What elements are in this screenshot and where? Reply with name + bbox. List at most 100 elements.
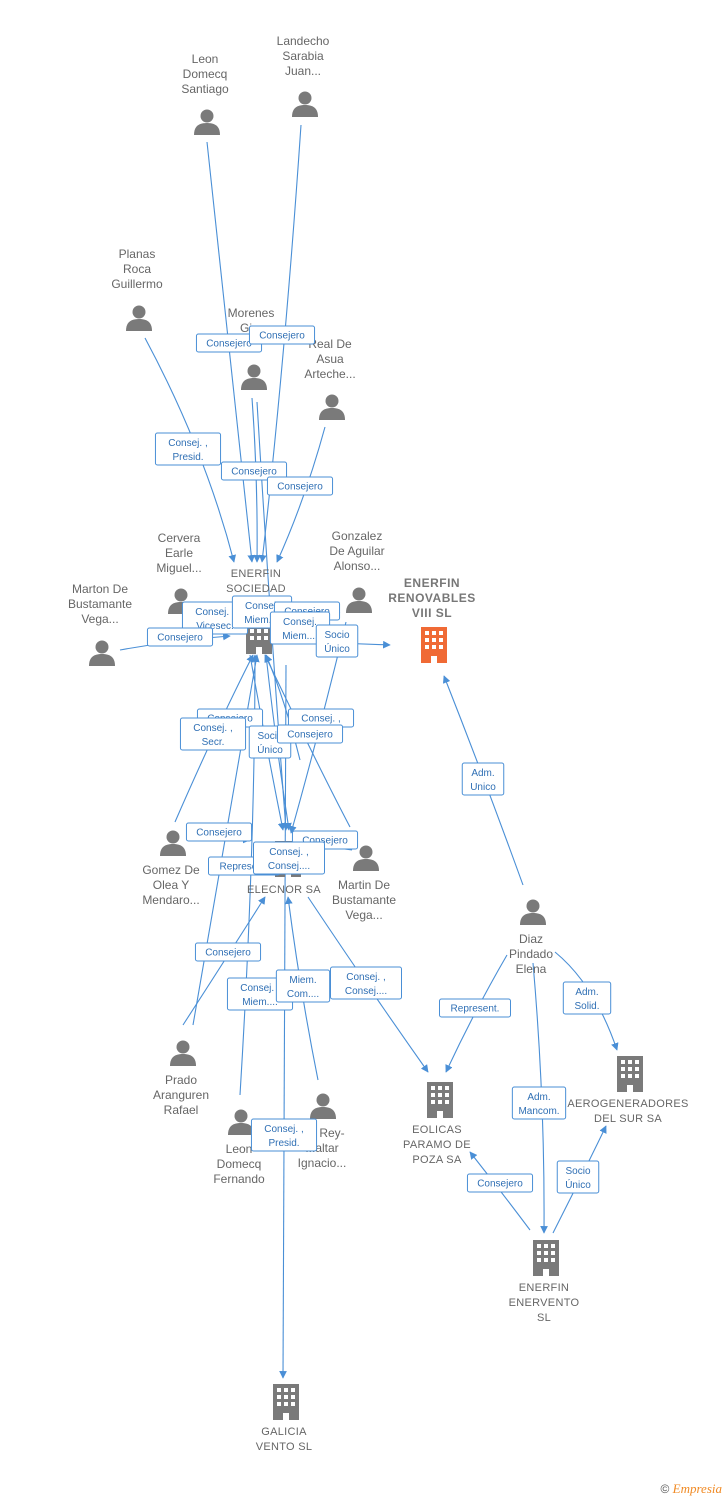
relation-text: Consejero	[477, 1179, 523, 1190]
person-icon	[346, 587, 372, 613]
relation-label-12[interactable]: Consej. ,Secr.	[179, 717, 247, 751]
company-elecnor-label: ELECNOR SA	[247, 884, 321, 896]
edge-1	[258, 124, 302, 563]
relation-text: Único	[324, 642, 350, 655]
relation-label-23[interactable]: Miem. Com....	[275, 969, 331, 1003]
relation-label-25[interactable]: Adm.Solid.	[562, 981, 612, 1015]
person-icon	[292, 91, 318, 117]
relation-label-20[interactable]: Consej. ,Consej....	[253, 841, 325, 875]
relation-label-26[interactable]: Represent.	[439, 998, 511, 1018]
footer-brand[interactable]: © Empresia	[660, 1481, 722, 1497]
relation-label-5[interactable]: Consej. ,Vicesec.	[181, 601, 249, 635]
relation-text: Unico	[470, 782, 496, 793]
building-icon	[427, 1082, 453, 1118]
relation-box	[179, 717, 247, 751]
building-icon	[617, 1056, 643, 1092]
relation-text: Solid.	[574, 1001, 599, 1012]
relation-text: Miem....	[242, 997, 278, 1008]
relation-label-16[interactable]: Adm. Unico	[461, 762, 505, 796]
relation-label-27[interactable]: Adm.Mancom.	[511, 1086, 567, 1120]
relation-text: Consejero	[259, 331, 305, 342]
company-elecnor[interactable]: ELECNOR SA	[247, 841, 321, 896]
relation-text: Consejero	[206, 339, 252, 350]
edge-4	[276, 426, 326, 563]
person-icon	[170, 1040, 196, 1066]
edge-28	[279, 664, 287, 1379]
relation-box	[154, 432, 222, 466]
brand-logo: Empresia	[672, 1481, 722, 1496]
building-icon	[421, 627, 447, 663]
relation-label-4[interactable]: Consejero	[266, 476, 334, 496]
relation-box	[248, 325, 316, 345]
relation-label-1[interactable]: Consejero	[248, 325, 316, 345]
relation-box	[276, 724, 344, 744]
relation-box	[253, 841, 325, 875]
relation-label-30[interactable]: Consejero	[466, 1173, 534, 1193]
connection-edges	[119, 124, 619, 1379]
relation-box	[511, 1086, 567, 1120]
relation-text: Adm.	[471, 768, 494, 779]
relation-label-2[interactable]: Consej. ,Presid.	[154, 432, 222, 466]
person-icon	[353, 845, 379, 871]
relation-label-17[interactable]: Consejero	[185, 822, 253, 842]
relation-text: Represent.	[220, 862, 269, 873]
relation-text: Consejero	[302, 836, 348, 847]
relation-label-24[interactable]: Consej. ,Consej....	[330, 966, 402, 1000]
person-icon	[160, 830, 186, 856]
relation-text: Com....	[287, 989, 319, 1000]
relation-label-15[interactable]: Consejero	[276, 724, 344, 744]
relation-label-10[interactable]: Consejero	[146, 627, 214, 647]
building-icon	[533, 1240, 559, 1276]
relation-label-14[interactable]: Consej. ,	[287, 708, 355, 728]
relation-text: Miem....	[244, 615, 280, 626]
relation-text: Miem.	[289, 975, 316, 986]
relation-box	[461, 762, 505, 796]
person-icon	[194, 109, 220, 135]
relation-box	[250, 1118, 318, 1152]
relation-label-21[interactable]: Consejero	[194, 942, 262, 962]
relation-label-28[interactable]: Consej. ,Presid.	[250, 1118, 318, 1152]
relation-box	[185, 822, 253, 842]
relation-text: Consej. ,	[195, 607, 234, 618]
relation-text: Adm.	[527, 1092, 550, 1103]
relation-label-3[interactable]: Consejero	[220, 461, 288, 481]
relation-text: Único	[257, 743, 283, 756]
person-icon	[520, 899, 546, 925]
relation-box	[315, 624, 359, 658]
relation-text: Consej.	[245, 601, 279, 612]
relation-text: Miem....	[282, 631, 318, 642]
relation-box	[466, 1173, 534, 1193]
copyright-symbol: ©	[660, 1482, 670, 1496]
relation-text: Consej. ,	[346, 972, 385, 983]
relation-box	[562, 981, 612, 1015]
